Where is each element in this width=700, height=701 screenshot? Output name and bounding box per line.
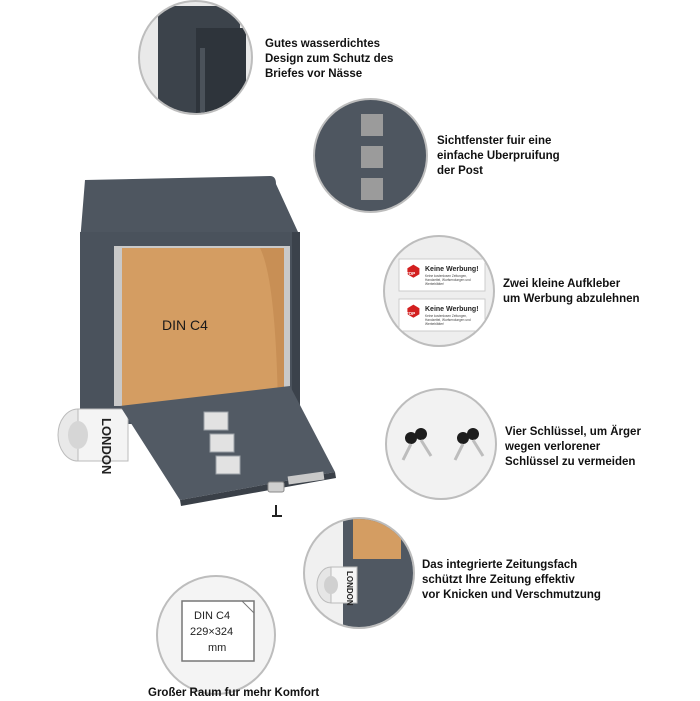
detail-circle-waterproof (138, 0, 253, 115)
envelope (122, 248, 284, 410)
keys-icon (401, 428, 485, 461)
svg-text:Keine kostenlosen Zeitungen,: Keine kostenlosen Zeitungen, (425, 314, 467, 318)
windows-closeup (361, 114, 383, 200)
svg-text:STOP: STOP (403, 311, 415, 316)
sticker-1: STOP Keine Werbung! Keine kostenlosen Ze… (398, 258, 486, 292)
feature-caption-size: Großer Raum fur mehr Komfort (148, 687, 320, 699)
mailbox-product-image: DIN C4 LONDON (57, 176, 336, 517)
feature-caption-window: Sichtfenster fuir eine einfache Uberprui… (437, 135, 560, 177)
svg-text:LONDON: LONDON (345, 571, 354, 606)
newspaper-holder-closeup: LONDON (316, 519, 413, 627)
svg-text:Handzettel, Wurfsendungen und: Handzettel, Wurfsendungen und (425, 318, 471, 322)
svg-text:Werbeblätter!: Werbeblätter! (425, 282, 444, 286)
envelope-label: DIN C4 (162, 317, 208, 333)
sticker-2: STOP Keine Werbung! Keine kostenlosen Ze… (398, 298, 486, 332)
detail-circle-keys (385, 388, 497, 500)
svg-text:STOP: STOP (403, 271, 415, 276)
feature-caption-stickers: Zwei kleine Aufkleber um Werbung abzuleh… (503, 278, 640, 305)
svg-text:Keine Werbung!: Keine Werbung! (425, 266, 479, 273)
detail-circle-window (313, 98, 428, 213)
svg-text:DIN C4: DIN C4 (194, 610, 230, 622)
feature-caption-newspaper: Das integrierte Zeitungsfach schützt Ihr… (422, 559, 601, 601)
newspaper-roll: LONDON (57, 408, 129, 474)
stop-sign-icon (407, 304, 420, 318)
svg-text:229×324: 229×324 (190, 626, 233, 638)
stop-sign-icon (407, 264, 420, 278)
latch (267, 481, 285, 493)
svg-text:Handzettel, Wurfsendungen und: Handzettel, Wurfsendungen und (425, 278, 471, 282)
svg-text:Keine Werbung!: Keine Werbung! (425, 306, 479, 313)
lid-closeup (158, 6, 246, 113)
feature-caption-keys: Vier Schlüssel, um Ärger wegen verlorene… (505, 426, 641, 468)
envelope-size-card: DIN C4 229×324 mm (181, 600, 255, 662)
svg-text:LONDON: LONDON (99, 418, 114, 474)
svg-text:mm: mm (208, 642, 226, 654)
viewing-windows (203, 411, 241, 475)
detail-circle-newspaper: LONDON (303, 517, 415, 629)
feature-caption-waterproof: Gutes wasserdichtes Design zum Schutz de… (265, 38, 394, 80)
detail-circle-size: DIN C4 229×324 mm (156, 575, 276, 695)
svg-text:Keine kostenlosen Zeitungen,: Keine kostenlosen Zeitungen, (425, 274, 467, 278)
svg-text:Werbeblätter!: Werbeblätter! (425, 322, 444, 326)
detail-circle-stickers: STOP Keine Werbung! Keine kostenlosen Ze… (383, 235, 495, 347)
